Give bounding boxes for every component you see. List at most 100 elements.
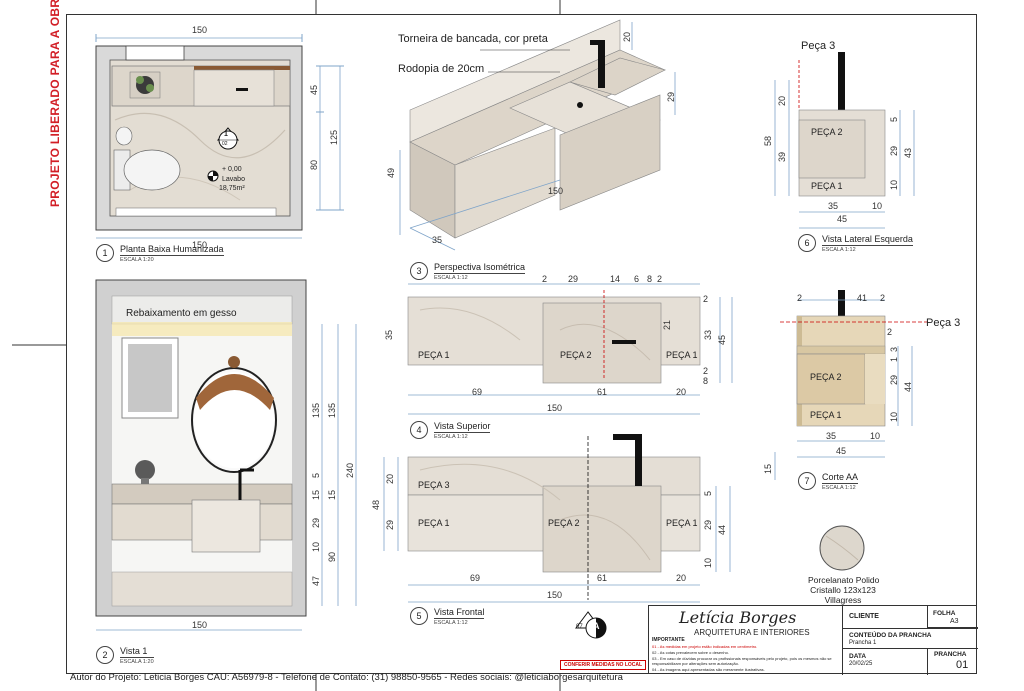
- check-measurements-stamp: CONFERIR MEDIDAS NO LOCAL: [560, 660, 647, 670]
- top-dim-8: 8: [647, 274, 653, 284]
- front-bottom-150: 150: [547, 590, 563, 600]
- view-scale: ESCALA 1:12: [822, 247, 856, 253]
- plan-room-area: 18,75m²: [219, 185, 245, 192]
- top-dim-14: 14: [610, 274, 621, 284]
- signature-logo: Letícia Borges: [679, 608, 797, 627]
- front-piece-1-left: PEÇA 1: [418, 518, 450, 528]
- note-1: 01 - As medidas em projeto estão indicad…: [652, 644, 758, 649]
- view-title: Vista Lateral Esquerda: [822, 234, 913, 246]
- view-title-3: 3 Perspectiva Isométrica ESCALA 1:12: [410, 262, 526, 281]
- note-3: 03 - Em caso de dúvidas procurar os prof…: [652, 656, 832, 666]
- side-bottom-45: 45: [837, 214, 848, 224]
- front-section-letter: A: [593, 621, 600, 631]
- view-title-5: 5 Vista Frontal ESCALA 1:12: [410, 607, 485, 626]
- view-title: Vista Frontal: [434, 607, 485, 619]
- company-name: ARQUITETURA E INTERIORES: [694, 628, 810, 637]
- front-piece-3: PEÇA 3: [418, 480, 450, 490]
- cut-dim-41: 41: [857, 293, 868, 303]
- top-dim-29: 29: [568, 274, 579, 284]
- cut-dim-2b: 2: [880, 293, 886, 303]
- top-dim-2a: 2: [542, 274, 548, 284]
- plan-level: + 0,00: [222, 166, 242, 173]
- view-scale: ESCALA 1:12: [434, 434, 468, 440]
- top-piece-2: PEÇA 2: [560, 350, 592, 360]
- plan-room-name: Lavabo: [222, 176, 245, 183]
- view-title: Vista 1: [120, 646, 154, 658]
- view-title-7: 7 Corte AA ESCALA 1:12: [798, 472, 859, 491]
- date-value: 20/02/25: [849, 661, 873, 667]
- view-number: 4: [410, 421, 428, 439]
- material-name: Porcelanato Polido: [808, 575, 880, 585]
- title-block: Letícia Borges ARQUITETURA E INTERIORES …: [648, 605, 978, 675]
- important-label: IMPORTANTE: [652, 637, 685, 643]
- top-dim-2b: 2: [657, 274, 663, 284]
- view-number: 5: [410, 607, 428, 625]
- side-bottom-35: 35: [828, 201, 839, 211]
- iso-tap-label: Torneira de bancada, cor preta: [398, 33, 548, 45]
- plan-width-top: 150: [192, 25, 208, 35]
- cut-bottom-10: 10: [870, 431, 881, 441]
- side-piece-3-label: Peça 3: [801, 40, 836, 52]
- top-bottom-69: 69: [472, 387, 483, 397]
- board-label: PRANCHA: [934, 651, 967, 658]
- top-bottom-61: 61: [597, 387, 608, 397]
- material-brand: Villagress: [824, 595, 862, 605]
- view-title-4: 4 Vista Superior ESCALA 1:12: [410, 421, 491, 440]
- top-bottom-150: 150: [547, 403, 563, 413]
- cut-bottom-35: 35: [826, 431, 837, 441]
- plan-width-bottom: 150: [192, 240, 208, 250]
- view-scale: ESCALA 1:12: [822, 485, 856, 491]
- client-label: CLIENTE: [849, 613, 879, 620]
- top-dim-8-bottom: 8: [703, 376, 709, 386]
- drawing-sheet-border: [66, 14, 977, 674]
- date-label: DATA: [849, 653, 867, 660]
- ceiling-label: Rebaixamento em gesso: [126, 308, 237, 319]
- front-bottom-61: 61: [597, 573, 608, 583]
- top-piece-1-left: PEÇA 1: [418, 350, 450, 360]
- view-number: 1: [96, 244, 114, 262]
- cut-dim-2c: 2: [887, 327, 893, 337]
- note-2: 02 - As cotas prevalecem sobre o desenho…: [652, 650, 729, 655]
- side-piece-1: PEÇA 1: [811, 181, 843, 191]
- view-scale: ESCALA 1:20: [120, 659, 154, 665]
- view-title: Corte AA: [822, 472, 859, 484]
- note-4: 04 - As imagens aqui apresentadas são me…: [652, 667, 765, 672]
- view-scale: ESCALA 1:20: [120, 257, 154, 263]
- view-scale: ESCALA 1:12: [434, 275, 468, 281]
- plan-section-sheet: 02: [222, 141, 228, 147]
- top-dim-2-right: 2: [703, 294, 709, 304]
- sheet-cell: FOLHA A3: [927, 606, 978, 628]
- view-title: Vista Superior: [434, 421, 491, 433]
- cut-bottom-45: 45: [836, 446, 847, 456]
- top-dim-6: 6: [634, 274, 640, 284]
- sheet-value: A3: [950, 618, 959, 625]
- iso-skirting-label: Rodopia de 20cm: [398, 63, 485, 75]
- cut-dim-2a: 2: [797, 293, 803, 303]
- top-bottom-20: 20: [676, 387, 687, 397]
- cut-piece-2: PEÇA 2: [810, 372, 842, 382]
- content-divider: [843, 628, 978, 629]
- side-piece-2: PEÇA 2: [811, 127, 843, 137]
- view-number: 3: [410, 262, 428, 280]
- top-piece-1-right: PEÇA 1: [666, 350, 698, 360]
- side-bottom-10: 10: [872, 201, 883, 211]
- plan-section-number: 1: [224, 131, 228, 138]
- author-footer: Autor do Projeto: Leticia Borges CAU: A5…: [70, 672, 623, 683]
- cut-piece-3-label: Peça 3: [926, 317, 961, 329]
- front-piece-1-right: PEÇA 1: [666, 518, 698, 528]
- iso-dim-35: 35: [432, 235, 443, 245]
- board-cell: PRANCHA 01: [927, 648, 978, 675]
- front-piece-2: PEÇA 2: [548, 518, 580, 528]
- iso-dim-150: 150: [548, 186, 564, 196]
- board-value: 01: [956, 659, 969, 671]
- front-section-sheet: 07: [576, 624, 583, 630]
- material-product: Cristallo 123x123: [810, 585, 876, 595]
